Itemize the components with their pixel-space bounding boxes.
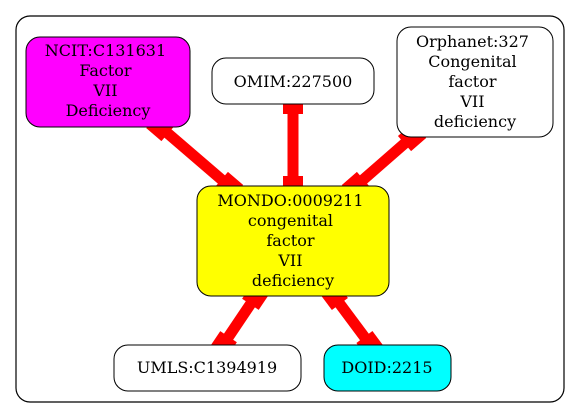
node-doid-line-1: DOID:2215 — [341, 358, 432, 377]
node-orphanet-line-5: deficiency — [434, 112, 516, 131]
node-mondo-line-2: congenital — [248, 211, 333, 230]
svg-text:NCIT:C131631 Factor: NCIT:C131631 Factor VII Deficiency — [45, 41, 171, 120]
node-omim-box — [211, 57, 375, 105]
edge-orphanet-mondo — [352, 132, 416, 191]
node-umls[interactable]: UMLS:C1394919 — [113, 344, 302, 392]
node-omim[interactable]: OMIM:227500 — [211, 57, 375, 105]
node-ncit-line-2: Factor — [79, 61, 132, 80]
node-orphanet-line-3: factor — [448, 72, 496, 91]
svg-text:UMLS:C1394919: UMLS:C1394919 — [137, 358, 277, 377]
node-mondo-line-1: MONDO:0009211 — [217, 191, 363, 210]
node-omim-line-1: OMIM:227500 — [234, 72, 353, 91]
edge-mondo-doid — [329, 292, 375, 349]
node-orphanet-line-2: Congenital — [428, 52, 516, 71]
node-orphanet-line-1: Orphanet:327 — [416, 32, 529, 51]
node-mondo-line-5: deficiency — [252, 271, 334, 290]
node-orphanet-box — [396, 26, 554, 138]
svg-text:MONDO:0009211 congenit: MONDO:0009211 congenital factor VII defi… — [217, 191, 368, 290]
node-umls-box — [113, 344, 302, 392]
svg-text:DOID:2215: DOID:2215 — [341, 358, 432, 377]
edge-ncit-mondo — [156, 122, 233, 191]
node-mondo-box — [196, 185, 390, 297]
svg-text:Orphanet:327 Congenita: Orphanet:327 Congenital factor VII defic… — [416, 32, 534, 131]
svg-text:OMIM:227500: OMIM:227500 — [234, 72, 353, 91]
nodes-layer: MONDO:0009211 congenital factor VII defi… — [25, 26, 554, 392]
node-orphanet-line-4: VII — [459, 92, 484, 111]
node-doid-box — [323, 344, 452, 392]
node-umls-line-1: UMLS:C1394919 — [137, 358, 277, 377]
node-ncit-line-4: Deficiency — [66, 101, 151, 120]
node-ncit-box — [25, 36, 191, 128]
node-ncit-line-3: VII — [92, 81, 117, 100]
node-mondo[interactable]: MONDO:0009211 congenital factor VII defi… — [196, 185, 390, 297]
node-doid[interactable]: DOID:2215 — [323, 344, 452, 392]
node-mondo-line-3: factor — [266, 231, 314, 250]
node-mondo-line-4: VII — [277, 251, 302, 270]
node-orphanet[interactable]: Orphanet:327 Congenital factor VII defic… — [396, 26, 554, 138]
node-ncit-line-1: NCIT:C131631 — [45, 41, 166, 60]
node-ncit[interactable]: NCIT:C131631 Factor VII Deficiency — [25, 36, 191, 128]
